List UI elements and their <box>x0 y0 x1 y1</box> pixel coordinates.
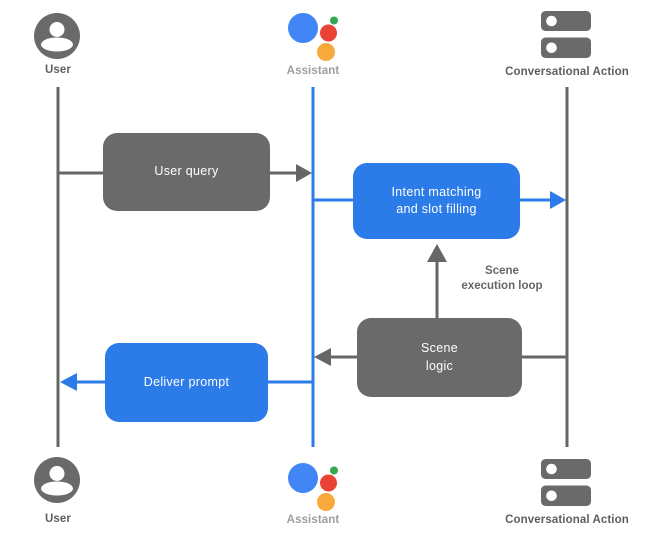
scene-logic-box: Scene logic <box>357 318 522 397</box>
intent-arrowhead <box>550 191 566 209</box>
scene-loop-arrowhead <box>427 244 447 262</box>
actor-label-assistant-bottom: Assistant <box>286 514 340 526</box>
user-icon <box>34 13 80 59</box>
deliver-arrowhead <box>60 373 77 391</box>
user-query-box-label: User query <box>154 164 219 179</box>
deliver-prompt-box: Deliver prompt <box>105 343 268 422</box>
deliver-prompt-box-label: Deliver prompt <box>143 374 230 389</box>
server-icon <box>541 11 591 58</box>
scene-logic-box-line2: logic <box>425 358 454 373</box>
actor-label-action-bottom: Conversational Action <box>505 514 629 526</box>
actor-label-action-top: Conversational Action <box>505 66 629 78</box>
assistant-icon <box>288 13 338 61</box>
user-query-box: User query <box>103 133 270 211</box>
intent-box-line1: Intent matching <box>391 184 482 199</box>
scene-logic-arrowhead <box>314 348 331 366</box>
actor-label-assistant-top: Assistant <box>286 65 340 77</box>
intent-matching-box: Intent matching and slot filling <box>353 163 520 239</box>
scene-loop-label-line1: Scene <box>485 265 519 277</box>
scene-execution-loop-label: Scene execution loop <box>461 264 542 294</box>
user-query-arrowhead <box>296 164 312 182</box>
actor-label-user-top: User <box>45 64 71 76</box>
scene-loop-label-line2: execution loop <box>461 279 543 292</box>
assistant-icon <box>288 463 338 511</box>
intent-box-line2: and slot filling <box>396 202 477 216</box>
server-icon <box>541 459 591 506</box>
actor-label-user-bottom: User <box>45 513 71 525</box>
user-icon <box>34 457 80 503</box>
scene-logic-box-line1: Scene <box>421 341 458 355</box>
